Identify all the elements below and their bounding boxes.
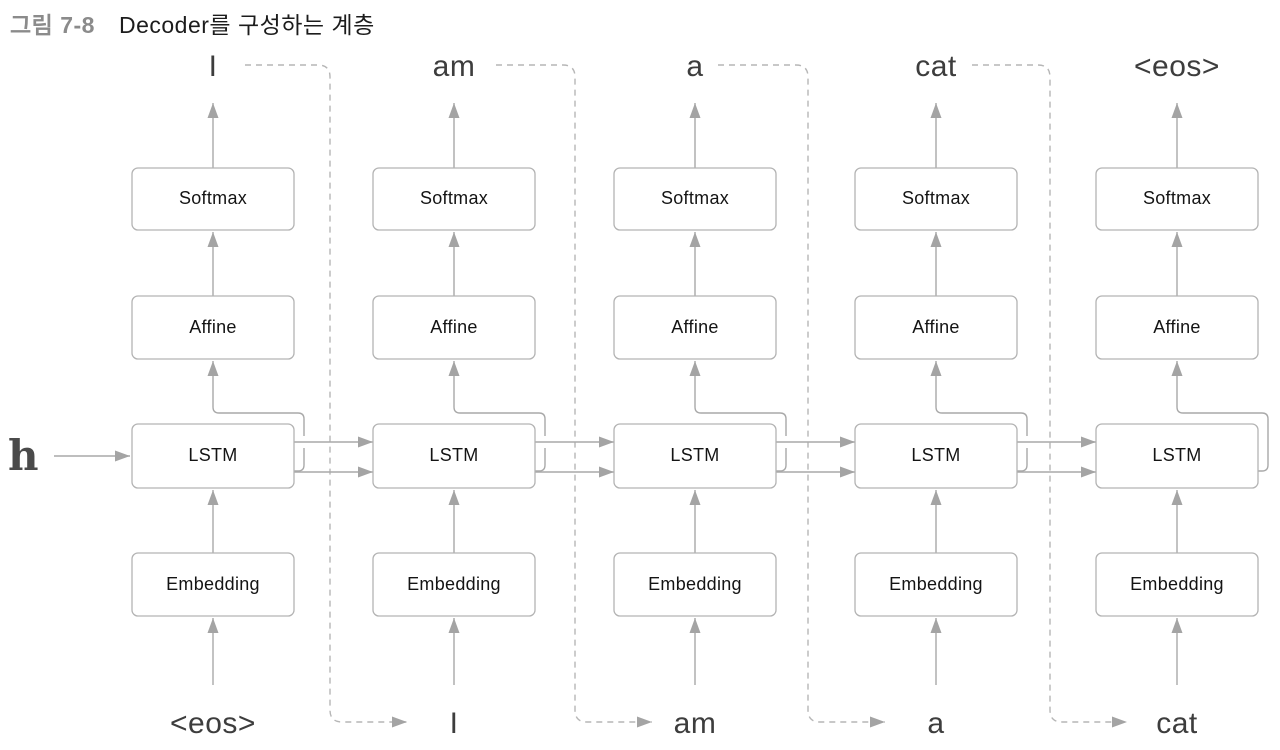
figure-caption: Decoder를 구성하는 계층: [118, 12, 375, 38]
embedding-box: [372, 552, 536, 617]
figure-title: 그림 7-8 Decoder를 구성하는 계층: [10, 6, 375, 40]
dashed-feedback-arrow-4: [972, 64, 1127, 728]
lstm-label: LSTM: [911, 445, 960, 465]
arrow-lstm-to-affine-elbow: [294, 448, 305, 472]
decoder-column-1: Softmax Affine LSTM Embedding I <eos>: [131, 50, 373, 740]
feedback-connectors: [245, 64, 1127, 728]
dashed-feedback-arrow-2: [496, 64, 652, 728]
arrow-lstm-to-affine: [448, 361, 546, 436]
affine-box: [372, 295, 536, 360]
decoder-column-3: Softmax Affine LSTM Embedding a am: [613, 50, 855, 740]
input-word: <eos>: [170, 707, 256, 740]
output-word: a: [686, 50, 703, 83]
softmax-box: [372, 167, 536, 231]
embedding-box: [1095, 552, 1259, 617]
embedding-label: Embedding: [1130, 574, 1224, 594]
embedding-label: Embedding: [889, 574, 983, 594]
lstm-box: [372, 423, 536, 489]
softmax-label: Softmax: [420, 188, 488, 208]
lstm-box: [854, 423, 1018, 489]
embedding-label: Embedding: [166, 574, 260, 594]
affine-box: [1095, 295, 1259, 360]
embedding-box: [854, 552, 1018, 617]
decoder-column-4: Softmax Affine LSTM Embedding cat a: [854, 50, 1096, 740]
embedding-box: [131, 552, 295, 617]
input-word: cat: [1156, 707, 1198, 740]
softmax-box: [613, 167, 777, 231]
lstm-label: LSTM: [188, 445, 237, 465]
arrow-lstm-to-affine: [689, 361, 787, 436]
arrow-lstm-to-affine-elbow: [535, 448, 546, 472]
arrow-lstm-to-affine: [930, 361, 1028, 436]
lstm-label: LSTM: [1152, 445, 1201, 465]
hidden-state-label: h: [8, 431, 39, 480]
arrow-lstm-to-affine: [207, 361, 305, 436]
embedding-box: [613, 552, 777, 617]
arrow-lstm-to-affine-elbow: [776, 448, 787, 472]
softmax-label: Softmax: [902, 188, 970, 208]
input-word: I: [450, 707, 459, 740]
softmax-box: [854, 167, 1018, 231]
affine-label: Affine: [189, 317, 237, 337]
softmax-box: [131, 167, 295, 231]
arrow-lstm-to-affine-elbow: [1017, 448, 1028, 472]
embedding-label: Embedding: [648, 574, 742, 594]
lstm-box: [131, 423, 295, 489]
affine-label: Affine: [671, 317, 719, 337]
affine-label: Affine: [430, 317, 478, 337]
affine-label: Affine: [912, 317, 960, 337]
lstm-label: LSTM: [670, 445, 719, 465]
affine-label: Affine: [1153, 317, 1201, 337]
softmax-label: Softmax: [661, 188, 729, 208]
softmax-label: Softmax: [179, 188, 247, 208]
decoder-column-2: Softmax Affine LSTM Embedding am I: [372, 50, 614, 740]
affine-box: [131, 295, 295, 360]
output-word: am: [433, 50, 476, 83]
lstm-box: [613, 423, 777, 489]
decoder-column-5: Softmax Affine LSTM Embedding <eos> cat: [1095, 50, 1269, 740]
arrow-lstm-to-affine: [1171, 361, 1269, 472]
dashed-feedback-arrow-1: [245, 64, 407, 728]
input-word: am: [674, 707, 717, 740]
embedding-label: Embedding: [407, 574, 501, 594]
dashed-feedback-arrow-3: [718, 64, 885, 728]
affine-box: [613, 295, 777, 360]
affine-box: [854, 295, 1018, 360]
lstm-box: [1095, 423, 1259, 489]
input-word: a: [927, 707, 944, 740]
lstm-label: LSTM: [429, 445, 478, 465]
softmax-box: [1095, 167, 1259, 231]
output-word: I: [209, 50, 218, 83]
output-word: <eos>: [1134, 50, 1220, 83]
softmax-label: Softmax: [1143, 188, 1211, 208]
figure-label: 그림 7-8: [10, 12, 95, 38]
output-word: cat: [915, 50, 957, 83]
